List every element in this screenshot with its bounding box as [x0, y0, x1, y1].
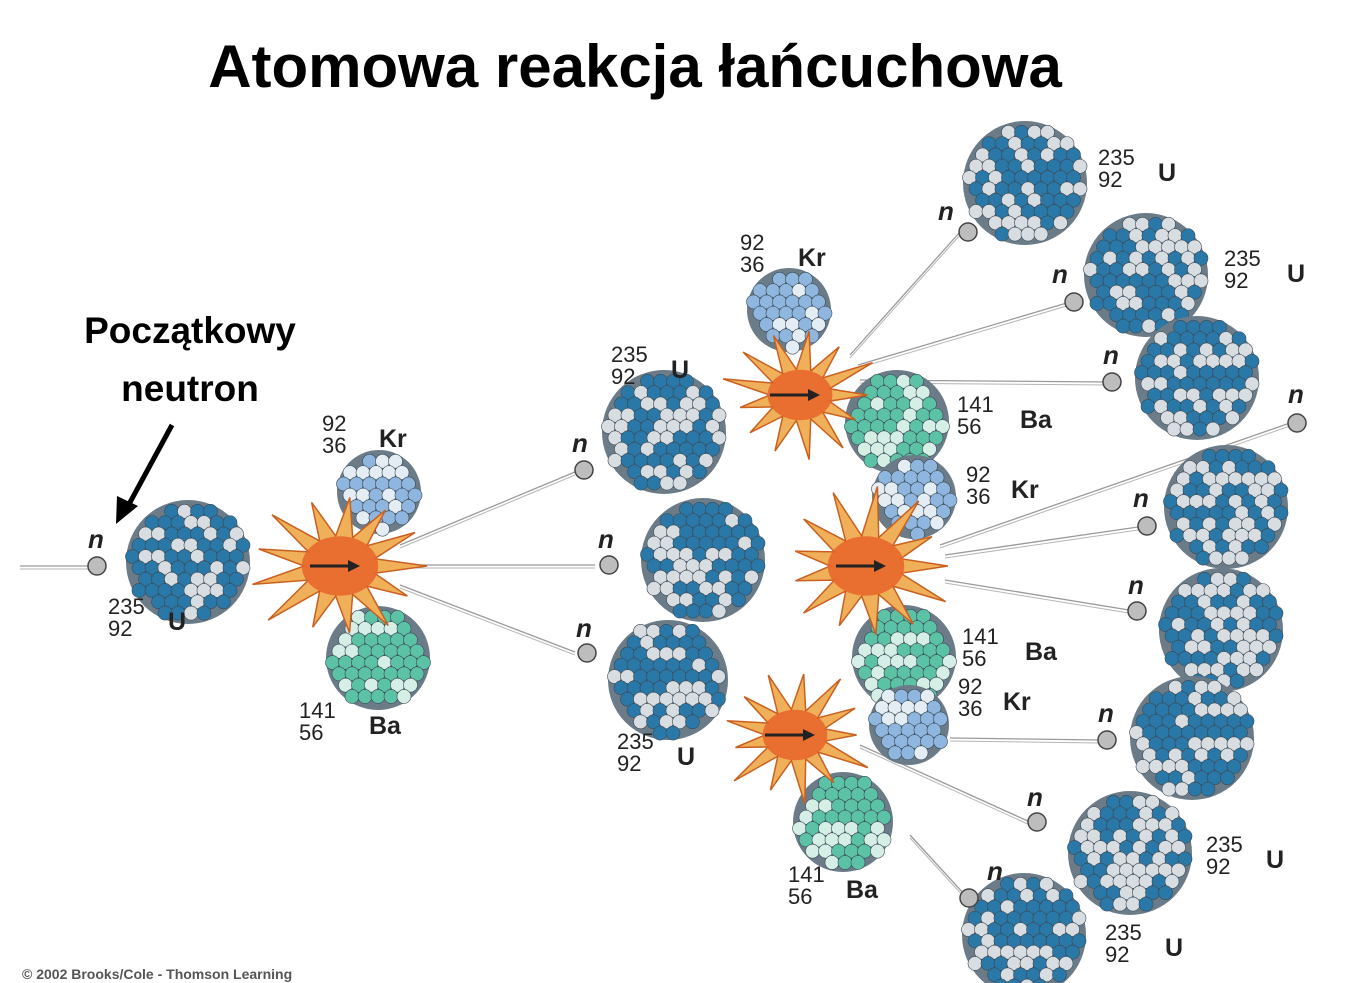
atomic-number: 36: [966, 484, 990, 509]
atomic-number: 92: [1224, 268, 1248, 293]
neutron-label: n: [572, 428, 588, 458]
uranium-nucleus: [1130, 676, 1255, 800]
element-symbol: Ba: [1020, 406, 1053, 434]
neutron: [1098, 731, 1116, 749]
atomic-number: 92: [1206, 854, 1230, 879]
atomic-number: 56: [962, 646, 986, 671]
uranium-nucleus: [608, 620, 729, 740]
element-symbol: Ba: [369, 712, 402, 740]
neutron: [88, 557, 106, 575]
neutron: [1028, 813, 1046, 831]
neutron: [1103, 373, 1121, 391]
atomic-number: 36: [322, 433, 346, 458]
uranium-nucleus: [1068, 791, 1193, 915]
copyright-notice: © 2002 Brooks/Cole - Thomson Learning: [22, 966, 292, 982]
krypton-nucleus: [869, 685, 950, 765]
element-symbol: U: [168, 608, 186, 636]
element-symbol: U: [1287, 260, 1305, 288]
neutron-label: n: [1098, 698, 1114, 728]
neutron-track: [950, 741, 1100, 743]
uranium-nucleus: [641, 498, 766, 622]
atomic-number: 92: [611, 364, 635, 389]
neutron-track: [850, 232, 960, 355]
neutron-label: n: [987, 856, 1003, 886]
neutron-track: [945, 583, 1135, 614]
element-symbol: Kr: [1003, 688, 1031, 716]
barium-nucleus: [845, 370, 950, 474]
atomic-number: 56: [299, 720, 323, 745]
callout-arrow: [128, 425, 172, 506]
element-symbol: U: [1158, 159, 1176, 187]
atomic-number: 36: [740, 252, 764, 277]
element-symbol: Kr: [1011, 476, 1039, 504]
neutron-track: [400, 475, 575, 548]
atomic-number: 92: [1098, 167, 1122, 192]
neutron: [1065, 293, 1083, 311]
initial-neutron-callout: Początkowy neutron: [40, 302, 340, 418]
neutron-track: [910, 838, 965, 898]
neutron-label: n: [576, 613, 592, 643]
atomic-number: 36: [958, 696, 982, 721]
kr-isotope-label: 9236Kr: [322, 411, 407, 458]
neutron: [1288, 414, 1306, 432]
atomic-number: 92: [108, 616, 132, 641]
uranium-nucleus: [1159, 568, 1284, 692]
callout-line-2: neutron: [40, 360, 340, 418]
neutron: [959, 223, 977, 241]
element-symbol: Kr: [379, 425, 407, 453]
uranium-nucleus: [1135, 316, 1260, 440]
neutron: [1128, 602, 1146, 620]
neutron-track: [950, 738, 1100, 740]
element-symbol: U: [1165, 934, 1183, 962]
callout-line-1: Początkowy: [40, 302, 340, 360]
neutron-label: n: [598, 524, 614, 554]
element-symbol: U: [1266, 846, 1284, 874]
neutron: [600, 556, 618, 574]
neutron-label: n: [1103, 340, 1119, 370]
neutron-label: n: [1288, 379, 1304, 409]
atomic-number: 56: [788, 884, 812, 909]
element-symbol: Ba: [846, 876, 879, 904]
neutron-label: n: [88, 524, 104, 554]
neutron: [1138, 517, 1156, 535]
uranium-nucleus: [962, 873, 1087, 983]
neutron: [578, 644, 596, 662]
neutron-label: n: [938, 196, 954, 226]
neutron-track: [858, 305, 1070, 368]
krypton-nucleus: [747, 268, 833, 354]
uranium-nucleus: [1164, 445, 1289, 569]
element-symbol: Kr: [798, 244, 826, 272]
barium-nucleus: [326, 606, 431, 710]
barium-nucleus: [793, 772, 894, 872]
neutron: [960, 889, 978, 907]
neutron: [575, 461, 593, 479]
element-symbol: U: [677, 743, 695, 771]
atomic-number: 92: [617, 751, 641, 776]
neutron-track: [400, 472, 575, 545]
neutron-label: n: [1027, 782, 1043, 812]
neutron-track: [945, 580, 1135, 611]
neutron-track: [910, 835, 965, 895]
atomic-number: 92: [1105, 942, 1129, 967]
neutron-label: n: [1133, 483, 1149, 513]
atomic-number: 56: [957, 414, 981, 439]
neutron-label: n: [1128, 570, 1144, 600]
element-symbol: Ba: [1025, 638, 1058, 666]
krypton-nucleus: [872, 455, 958, 541]
element-symbol: U: [671, 356, 689, 384]
neutron-label: n: [1052, 259, 1068, 289]
uranium-nucleus: [963, 121, 1088, 245]
neutron-track: [945, 526, 1145, 555]
callout-arrowhead: [116, 496, 138, 524]
